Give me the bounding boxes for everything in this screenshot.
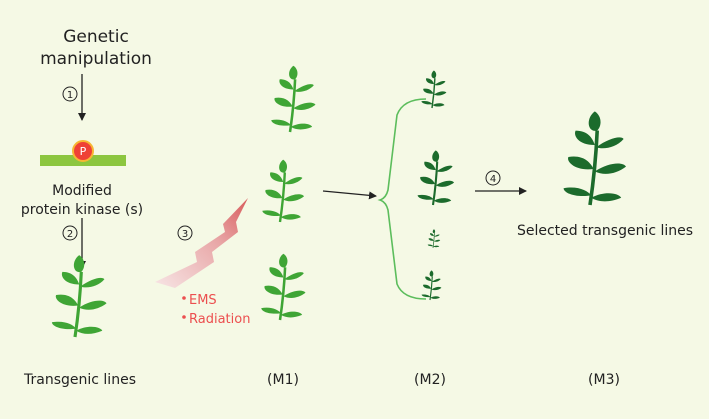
step-4-marker: 4 — [485, 170, 501, 186]
transgenic-plant — [50, 253, 109, 339]
step-4-number: 4 — [490, 174, 496, 185]
m2-label: (M2) — [414, 372, 446, 388]
genetic-manipulation-line1: Genetic — [63, 27, 129, 47]
step-1-number: 1 — [67, 90, 73, 101]
m1-plant-middle — [261, 158, 306, 224]
m2-plant-1 — [420, 69, 448, 109]
m2-plant-2 — [416, 149, 456, 207]
m2-plant-4 — [421, 269, 442, 301]
ems-label: EMS — [189, 293, 217, 308]
phosphate-badge: P — [72, 140, 94, 162]
selected-transgenic-label: Selected transgenic lines — [517, 223, 693, 239]
transgenic-lines-label: Transgenic lines — [23, 372, 136, 388]
mutagen-bolt-icon — [155, 198, 248, 288]
m3-label: (M3) — [588, 372, 620, 388]
step-1-marker: 1 — [62, 86, 78, 102]
mutagen-radiation: Radiation — [182, 312, 250, 327]
step-3-number: 3 — [182, 229, 188, 240]
modified-line1: Modified — [52, 183, 112, 199]
arrow-m1-m2 — [322, 190, 377, 200]
m1-label: (M1) — [267, 372, 299, 388]
m3-plant — [561, 109, 628, 207]
step-3-marker: 3 — [177, 225, 193, 241]
m2-plant-3 — [427, 228, 441, 249]
modified-line2: protein kinase (s) — [21, 202, 143, 218]
step-2-number: 2 — [67, 229, 73, 240]
m1-plant-bottom — [260, 252, 307, 322]
genetic-manipulation-line2: manipulation — [40, 49, 152, 69]
m1-plant-top — [270, 64, 317, 134]
m2-bracket — [377, 98, 427, 300]
step-2-marker: 2 — [62, 225, 78, 241]
mutagen-ems: EMS — [182, 293, 217, 308]
radiation-label: Radiation — [189, 312, 250, 327]
phosphate-letter: P — [80, 145, 87, 158]
